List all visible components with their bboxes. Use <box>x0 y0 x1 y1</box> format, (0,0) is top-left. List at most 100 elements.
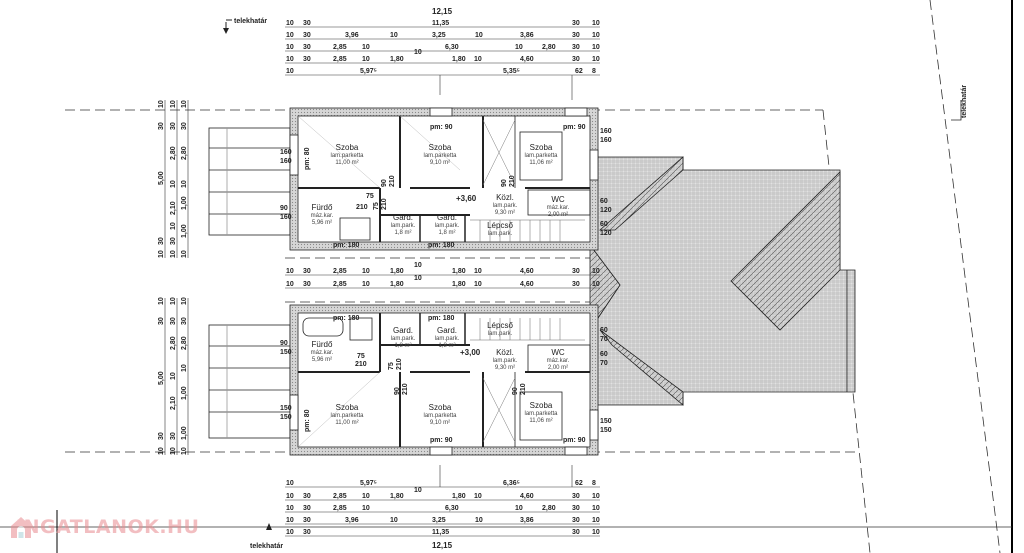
opening-label: pm: 180 <box>333 315 360 322</box>
dimension-label: 10 <box>362 44 370 51</box>
dimension-label: 10 <box>592 493 600 500</box>
dimension-label: 10 <box>592 268 600 275</box>
opening-dimension: 160 <box>600 128 612 135</box>
dimension-label: 5,97⁵ <box>360 68 377 75</box>
dimension-label: 10 <box>286 281 294 288</box>
overall-dimension-top: 12,15 <box>432 7 453 16</box>
balcony-lower <box>208 324 291 439</box>
opening-label: pm: 180 <box>428 242 455 249</box>
dimension-label: 5,35⁵ <box>503 68 520 75</box>
dimension-label: 10 <box>286 32 294 39</box>
dimension-label: 10 <box>286 529 294 536</box>
vertical-dimension: 30 <box>181 317 188 325</box>
door-dimension: 75 <box>388 362 395 370</box>
room-name: Fürdő <box>312 340 333 349</box>
dimension-label: 10 <box>286 68 294 75</box>
room-name: WC <box>551 195 565 204</box>
room-area: 11,00 m² <box>335 160 358 166</box>
dimension-label: 3,86 <box>520 517 534 524</box>
dimension-label: 10 <box>474 493 482 500</box>
dimension-label: 3,86 <box>520 32 534 39</box>
room-name: Lépcső <box>487 221 513 230</box>
door-dimension: 75 <box>366 193 374 200</box>
door-dimension: 90 <box>501 179 508 187</box>
dimension-label: 10 <box>286 493 294 500</box>
room-floor: lam.park. <box>435 336 460 342</box>
dimension-label: 10 <box>592 505 600 512</box>
room-area: 2,00 m² <box>548 212 568 218</box>
dimension-label: 30 <box>303 20 311 27</box>
dimension-label: 10 <box>592 517 600 524</box>
dimension-label: 6,30 <box>445 505 459 512</box>
opening-dimension: 70 <box>600 360 608 367</box>
opening-dimension: 90 <box>280 205 288 212</box>
opening-dimension: 60 <box>600 198 608 205</box>
room-floor: lam.parketta <box>524 153 558 159</box>
dimension-label: 10 <box>592 281 600 288</box>
room-area: 9,10 m² <box>430 420 450 426</box>
opening-label: pm: 180 <box>428 315 455 322</box>
dimension-label: 1,80 <box>390 493 404 500</box>
room-name: Gard. <box>437 213 457 222</box>
opening-dimension: 60 <box>600 221 608 228</box>
dimension-label: 10 <box>286 20 294 27</box>
room-name: Szoba <box>336 403 359 412</box>
room-area: 11,06 m² <box>529 160 552 166</box>
dimension-label: 30 <box>303 493 311 500</box>
room-name: Szoba <box>336 143 359 152</box>
vertical-dimension: 30 <box>181 122 188 130</box>
opening-label: pm: 80 <box>304 147 311 170</box>
dimension-label: 2,85 <box>333 44 347 51</box>
vertical-dimension: 10 <box>181 180 188 188</box>
room-name: Gard. <box>437 326 457 335</box>
door-dimension: 210 <box>396 358 403 370</box>
boundary-marker-right: telekhatár <box>951 85 968 121</box>
vertical-dimension: 10 <box>170 222 177 230</box>
room-name: Szoba <box>530 401 553 410</box>
opening-label: pm: 80 <box>304 409 311 432</box>
vertical-dimension: 30 <box>158 122 165 130</box>
dimension-label: 1,80 <box>452 493 466 500</box>
vertical-dimension: 30 <box>170 237 177 245</box>
upper-unit-walls <box>289 107 599 251</box>
door-dimension: 210 <box>520 383 527 395</box>
dimension-label: 10 <box>592 529 600 536</box>
room-floor: lam.park. <box>391 223 416 229</box>
dimension-label: 6,36⁵ <box>503 480 520 487</box>
vertical-dimension: 1,00 <box>181 386 188 400</box>
dimension-label: 1,80 <box>390 268 404 275</box>
dimension-label: 6,30 <box>445 44 459 51</box>
opening-dimension: 150 <box>600 427 612 434</box>
door-dimension: 210 <box>509 175 516 187</box>
dimension-label: 30 <box>572 20 580 27</box>
opening-dimension: 90 <box>280 340 288 347</box>
dimension-label: 11,35 <box>432 20 449 27</box>
dimension-label: 30 <box>303 56 311 63</box>
door-dimension: 210 <box>389 175 396 187</box>
room-floor: lam.parketta <box>423 413 457 419</box>
door-dimension: 75 <box>357 353 365 360</box>
vertical-dimension: 10 <box>170 372 177 380</box>
dimension-label: 1,80 <box>390 56 404 63</box>
dimension-label: 30 <box>572 281 580 288</box>
boundary-label-top: telekhatár <box>234 18 267 25</box>
room-name: Közl. <box>496 348 514 357</box>
vertical-dimension: 10 <box>158 250 165 258</box>
dimension-label: 30 <box>572 268 580 275</box>
balcony-upper <box>208 127 291 236</box>
room-area: 11,00 m² <box>335 420 358 426</box>
room-area: 2,00 m² <box>548 365 568 371</box>
door-dimension: 90 <box>512 387 519 395</box>
dimension-label: 10 <box>362 493 370 500</box>
room-floor: lam.park. <box>488 331 513 337</box>
room-area: 9,30 m² <box>495 365 515 371</box>
dimension-label: 30 <box>572 529 580 536</box>
vertical-dimension: 5,00 <box>158 371 165 385</box>
dimension-label: 1,80 <box>452 268 466 275</box>
room-name: Szoba <box>530 143 553 152</box>
vertical-dimension: 10 <box>181 364 188 372</box>
vertical-dimension: 10 <box>170 180 177 188</box>
door-dimension: 90 <box>394 387 401 395</box>
room-area: 9,10 m² <box>430 160 450 166</box>
